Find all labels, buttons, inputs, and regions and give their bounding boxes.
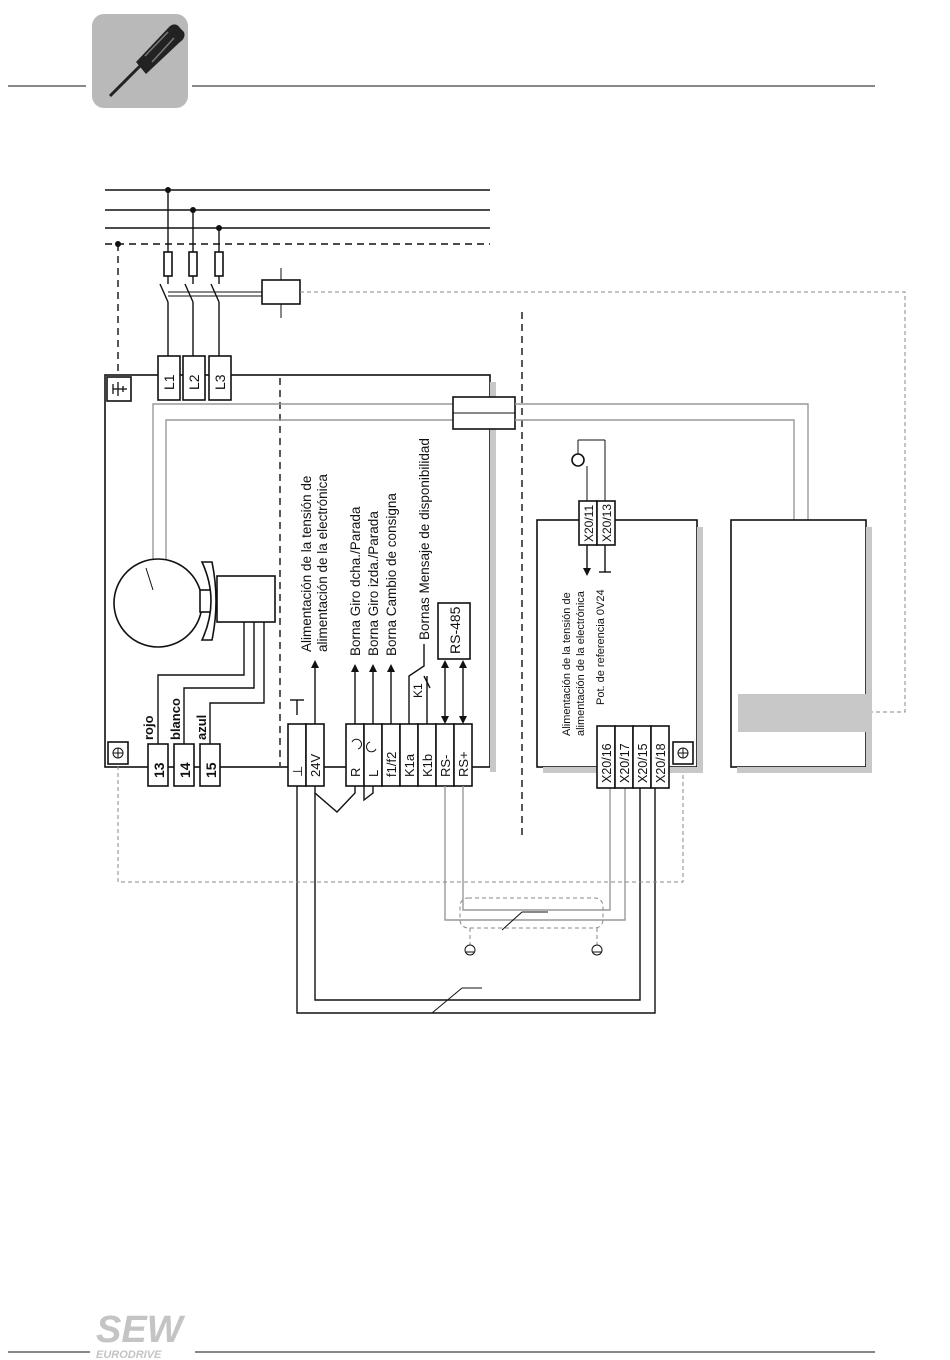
supply-wire-outer (296, 786, 656, 1014)
module-label-supply-1: Alimentación de la tensión de (561, 592, 573, 736)
label-azul: azul (194, 715, 209, 740)
module-bottom-terminals: X20/16 X20/17 X20/15 X20/18 (596, 725, 670, 789)
contactor-switches (159, 268, 301, 356)
terminal-13: 13 (151, 762, 167, 778)
brand-logo-sub: EURODRIVE (96, 1349, 162, 1360)
module-label-supply-2: alimentación de la electrónica (575, 590, 587, 736)
screwdriver-icon (92, 14, 188, 108)
terminal-x20-13: X20/13 (600, 504, 614, 542)
terminal-x20-18: X20/18 (654, 743, 668, 783)
cable-loop-outer (152, 403, 453, 595)
label-rojo: rojo (141, 715, 156, 740)
terminal-x20-11: X20/11 (582, 505, 596, 542)
terminal-rs-minus: RS- (438, 755, 453, 777)
shielded-cable (459, 897, 604, 929)
terminal-x20-16: X20/16 (600, 743, 614, 783)
rotation-arrow-icons (351, 738, 377, 753)
terminal-14: 14 (177, 762, 193, 778)
terminal-r: R (348, 768, 363, 777)
cable-loop-inner (165, 419, 453, 595)
terminal-gnd: ⊥ (290, 766, 305, 777)
label-k1: K1 (411, 683, 425, 698)
brake-rectifier-box (216, 575, 276, 623)
wire-blanco (183, 622, 255, 744)
terminal-x20-15: X20/15 (636, 743, 650, 783)
contactor-coil (261, 279, 301, 305)
control-arrows (311, 644, 467, 724)
label-blanco: blanco (168, 698, 183, 740)
label-borna-r: Borna Giro dcha./Parada (348, 506, 363, 656)
rs485-box (437, 602, 471, 660)
wire-azul (209, 622, 265, 744)
contactor-control-wire (300, 291, 906, 713)
label-rs485: RS-485 (447, 606, 463, 654)
potentiometer-symbol (571, 453, 585, 467)
label-borna-k: Bornas Mensaje de disponibilidad (417, 438, 432, 640)
terminal-f1f2: f1/f2 (384, 752, 399, 777)
terminal-l: L (366, 770, 381, 777)
terminal-k1b: K1b (420, 754, 435, 777)
terminal-l3: L3 (212, 374, 228, 390)
label-supply-1: Alimentación de la tensión de (299, 476, 314, 652)
mains-terminals: L1 L2 L3 (157, 355, 232, 401)
supply-wire-inner (314, 786, 641, 1001)
jumper-r (314, 786, 356, 813)
wire-rojo (157, 622, 245, 744)
motor-symbol (113, 558, 276, 648)
fuses (163, 251, 224, 277)
terminal-l2: L2 (186, 374, 202, 390)
motor-terminals: 13 14 15 (147, 743, 221, 787)
module-label-ref: Pot. de referencia 0V24 (595, 589, 607, 705)
right-unit-display (738, 694, 866, 732)
ground-symbol-icon (290, 699, 304, 715)
terminal-rs-plus: RS+ (456, 751, 471, 777)
shield-ground-icons (464, 944, 603, 956)
label-borna-f: Borna Cambio de consigna (384, 493, 399, 656)
brand-logo: SEW (96, 1309, 186, 1351)
terminal-l1: L1 (161, 374, 177, 390)
terminal-x20-17: X20/17 (618, 743, 632, 783)
control-terminals: ⊥ 24V R L f1/f2 K1a K1b RS- RS+ (287, 723, 473, 787)
terminal-24v: 24V (308, 754, 323, 777)
rs485-wire-a (444, 786, 626, 921)
jumper-l (363, 786, 374, 802)
terminal-15: 15 (203, 762, 219, 778)
label-supply-2: alimentación de la electrónica (315, 474, 330, 652)
terminal-k1a: K1a (402, 753, 417, 777)
pe-ground-wire (117, 766, 684, 883)
module-top-terminals: X20/11 X20/13 (578, 500, 616, 546)
label-borna-l: Borna Giro izda./Parada (366, 511, 381, 656)
rs485-wire-b (462, 786, 611, 911)
